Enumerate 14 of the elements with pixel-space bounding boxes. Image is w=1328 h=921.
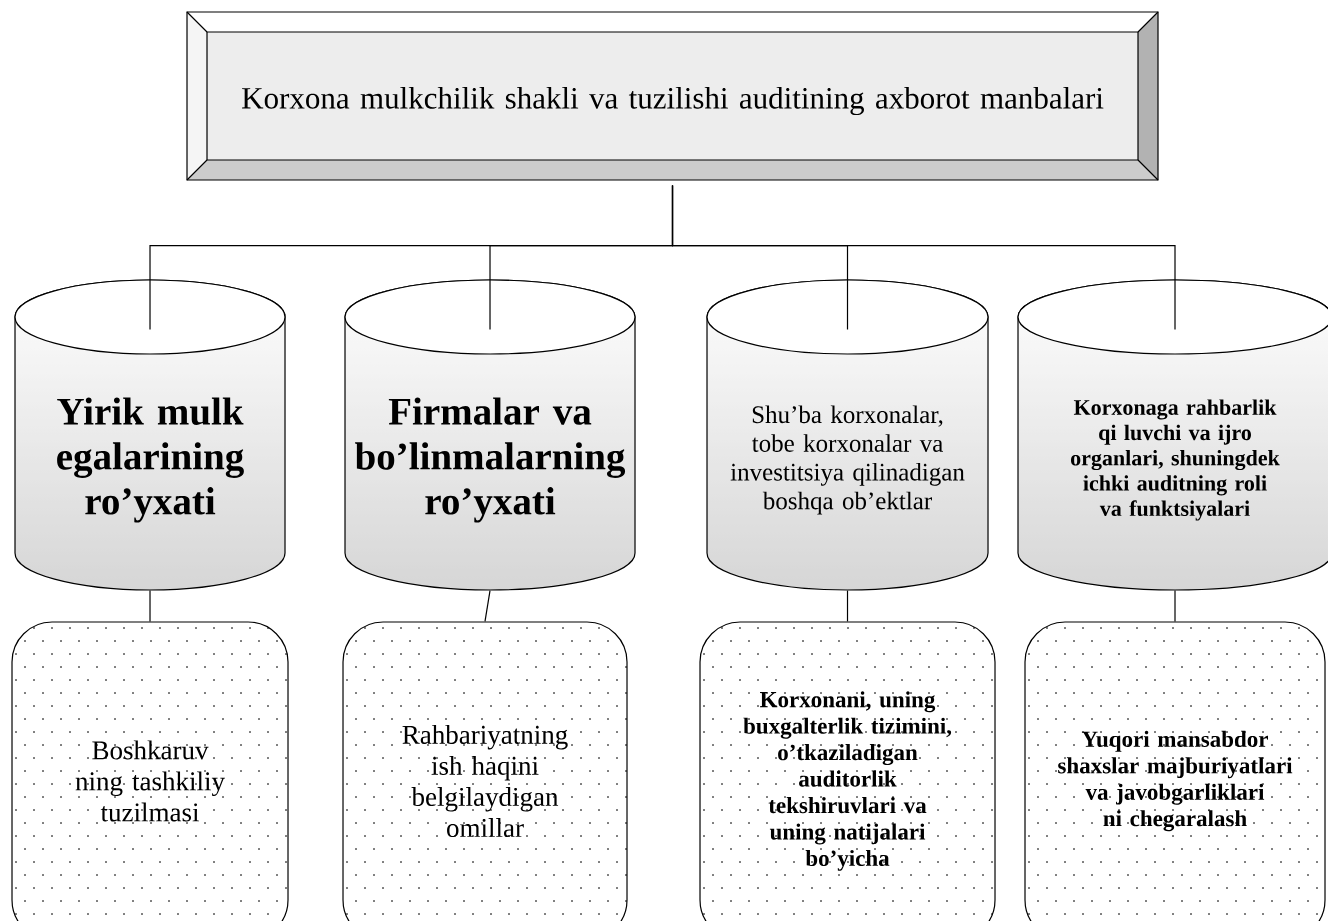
connector-line: [1174, 590, 1176, 622]
connector-line: [671, 185, 1176, 330]
connector-line: [846, 590, 849, 622]
cylinder: Yirik mulk egalarining ro’yxati: [14, 279, 286, 591]
title-box: Korxona mulkchilik shakli va tuzilishi auditining axborot manbalari: [186, 11, 1159, 181]
cylinder: Shu’ba korxonalar, tobe korxonalar va investitsiya qilinadigan boshqa ob’ektlar: [706, 279, 989, 591]
dotted-box: Korxonani, uning buxgalterlik tizimini, o’tkaziladigan auditorlik tekshiruvlari va uning natijalari bo’yicha: [699, 621, 996, 921]
dotted-box: Rahbariyatning ish haqini belgilaydigan omillar: [342, 621, 628, 921]
dotted-box: Boshkaruv ning tashkiliy tuzilmasi: [11, 621, 289, 921]
connector-line: [149, 590, 151, 622]
connector-line: [484, 590, 491, 622]
dotted-box: Yuqori mansabdor shaxslar majburiyatlari va javobgarliklari ni chegaralash: [1024, 621, 1326, 921]
cylinder: Firmalar va bo’linmalarning ro’yxati: [344, 279, 636, 591]
cylinder: Korxonaga rahbarlik qi luvchi va ijro organlari, shuningdek ichki auditning roli va funktsiyalari: [1017, 279, 1328, 591]
